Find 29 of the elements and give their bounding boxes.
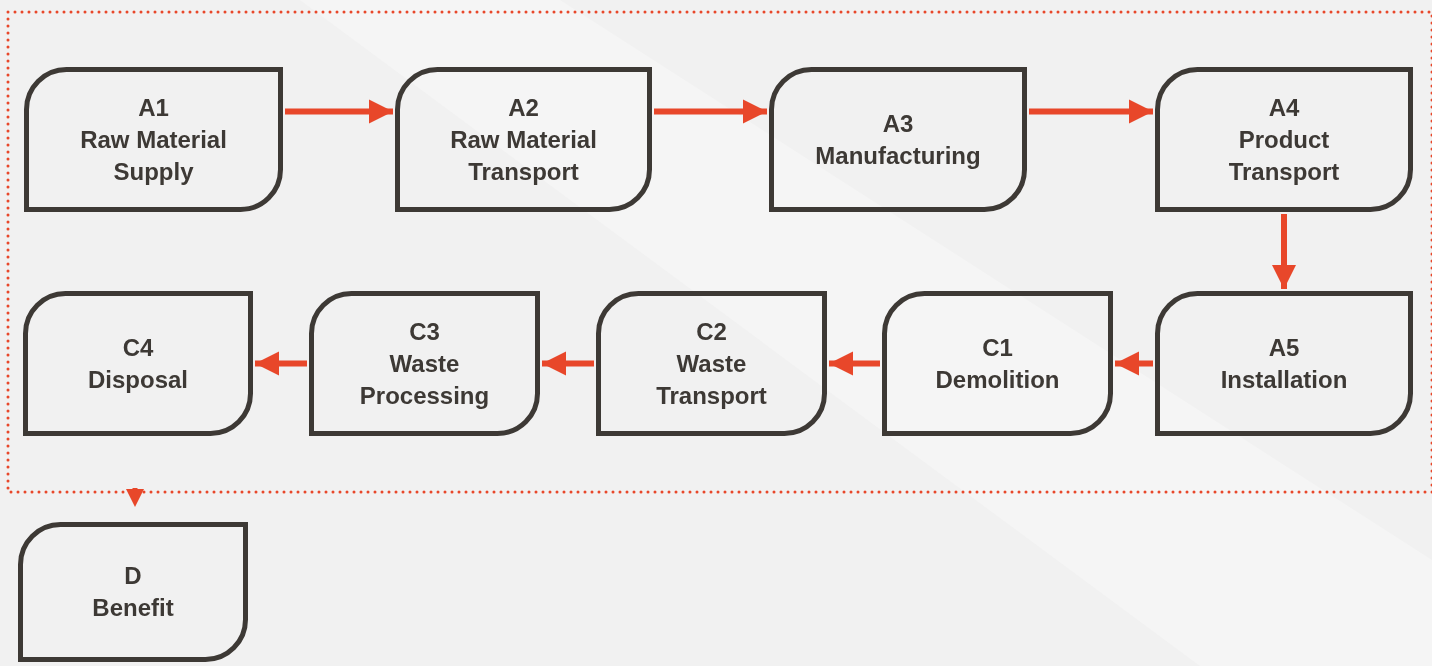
- stage-code: C3: [408, 316, 441, 347]
- arrow: [542, 351, 594, 376]
- stage-name: Product Transport: [1227, 124, 1341, 187]
- stage-name: Installation: [1219, 364, 1349, 395]
- stage-code: A4: [1267, 92, 1301, 123]
- stage-code: A3: [881, 108, 915, 139]
- stage-name: Demolition: [934, 364, 1061, 395]
- stage-code: A2: [507, 92, 540, 123]
- arrow: [126, 488, 144, 507]
- stage-code: C2: [695, 316, 728, 347]
- stage-code: A5: [1267, 332, 1301, 363]
- stage-code: C1: [981, 332, 1014, 363]
- stage-name: Raw Material Transport: [449, 124, 598, 187]
- stage-name: Raw Material Supply: [79, 124, 228, 187]
- arrow: [654, 99, 767, 124]
- arrow: [1272, 214, 1296, 289]
- stage-code: D: [123, 561, 143, 591]
- stage-name: Disposal: [87, 364, 189, 395]
- stage-name: Waste Transport: [655, 348, 768, 411]
- arrow: [829, 351, 880, 376]
- stage-code: C4: [121, 332, 155, 363]
- arrow: [255, 351, 307, 376]
- arrow: [1115, 351, 1153, 376]
- stage-name: Waste Processing: [358, 348, 491, 411]
- stage-name: Manufacturing: [814, 140, 982, 171]
- arrow: [285, 99, 393, 124]
- stage-code: A1: [137, 92, 170, 123]
- arrow: [1029, 99, 1153, 124]
- stage-name: Benefit: [91, 593, 175, 623]
